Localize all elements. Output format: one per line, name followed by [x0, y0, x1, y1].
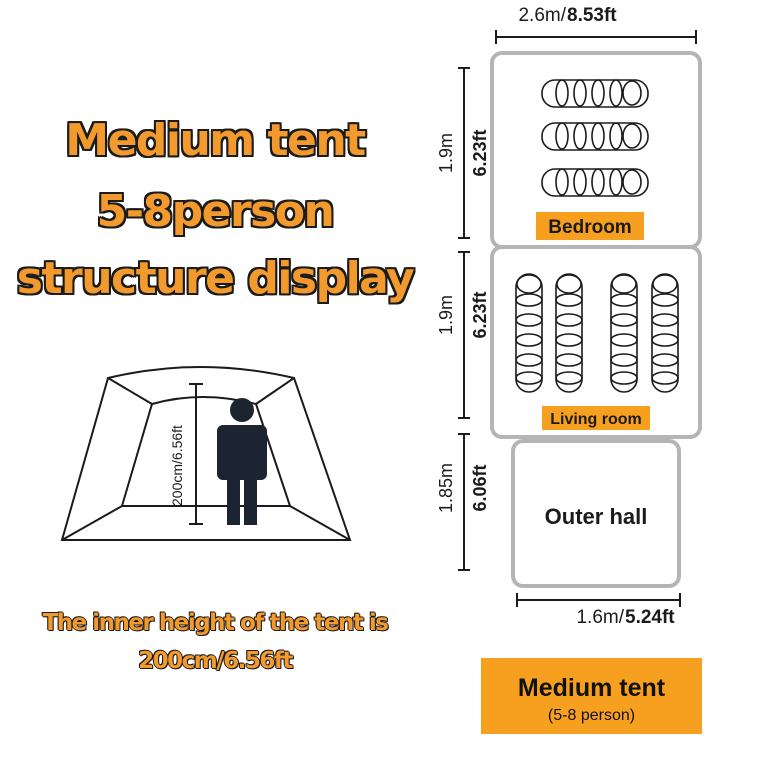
tent-edge: [289, 505, 351, 541]
living-room-length-ft: 6.23ft: [470, 291, 490, 338]
outer-hall-length-m: 1.85m: [436, 463, 456, 513]
living-room-sleeping-bags: [515, 273, 679, 393]
outer-hall-label: Outer hall: [545, 504, 648, 529]
bedroom-length-m: 1.9m: [436, 133, 456, 173]
tent-back-wall: [120, 396, 292, 507]
legend-subtitle: (5-8 person): [547, 707, 636, 724]
height-marker: [189, 383, 203, 525]
outer-hall-length-dimension: [458, 433, 470, 571]
top-width-m: 2.6m/: [518, 5, 566, 26]
sleeping-bag-icon: [610, 273, 638, 393]
bedroom-length-dimension: [458, 67, 470, 239]
bedroom-label: Bedroom: [548, 217, 631, 238]
tent-edge: [255, 377, 295, 405]
tent-roof-outline: [60, 366, 352, 541]
bottom-width-ft: 5.24ft: [625, 607, 675, 628]
sleeping-bag-icon: [541, 79, 649, 108]
living-room-area: [490, 245, 702, 439]
tent-edge: [107, 377, 153, 405]
sleeping-bag-icon: [541, 122, 649, 151]
tent-height-diagram: 200cm/6.56ft: [60, 366, 352, 541]
outer-hall-area: [511, 439, 681, 588]
bottom-width-m: 1.6m/: [576, 607, 624, 628]
bottom-width-dimension: [516, 593, 681, 607]
top-width-ft: 8.53ft: [567, 5, 617, 26]
height-label: 200cm/6.56ft: [169, 425, 185, 506]
outer-hall-length-ft: 6.06ft: [470, 464, 490, 511]
title-line-1: Medium tent: [65, 115, 366, 166]
sleeping-bag-icon: [555, 273, 583, 393]
caption-line-1: The inner height of the tent is: [42, 610, 389, 636]
bedroom-sleeping-bags: [541, 79, 649, 197]
person-figure: [217, 398, 267, 525]
bedroom-length-ft: 6.23ft: [470, 129, 490, 176]
legend-box: Medium tent (5-8 person): [481, 658, 702, 734]
living-room-label: Living room: [550, 411, 642, 428]
title-line-3: structure display: [16, 253, 415, 304]
living-room-label-bg: [542, 406, 650, 430]
caption-line-2: 200cm/6.56ft: [138, 648, 293, 674]
sleeping-bag-icon: [651, 273, 679, 393]
sleeping-bag-icon: [515, 273, 543, 393]
sleeping-bag-icon: [541, 168, 649, 197]
floor-plan: 2.6m/ 8.53ft Bedroom: [436, 5, 702, 628]
bedroom-label-bg: [536, 212, 644, 240]
title-line-2: 5-8person: [96, 186, 335, 237]
living-room-length-dimension: [458, 251, 470, 419]
tent-edge: [61, 505, 123, 541]
legend-title: Medium tent: [517, 674, 666, 702]
top-width-dimension: [495, 30, 697, 44]
living-room-length-m: 1.9m: [436, 295, 456, 335]
